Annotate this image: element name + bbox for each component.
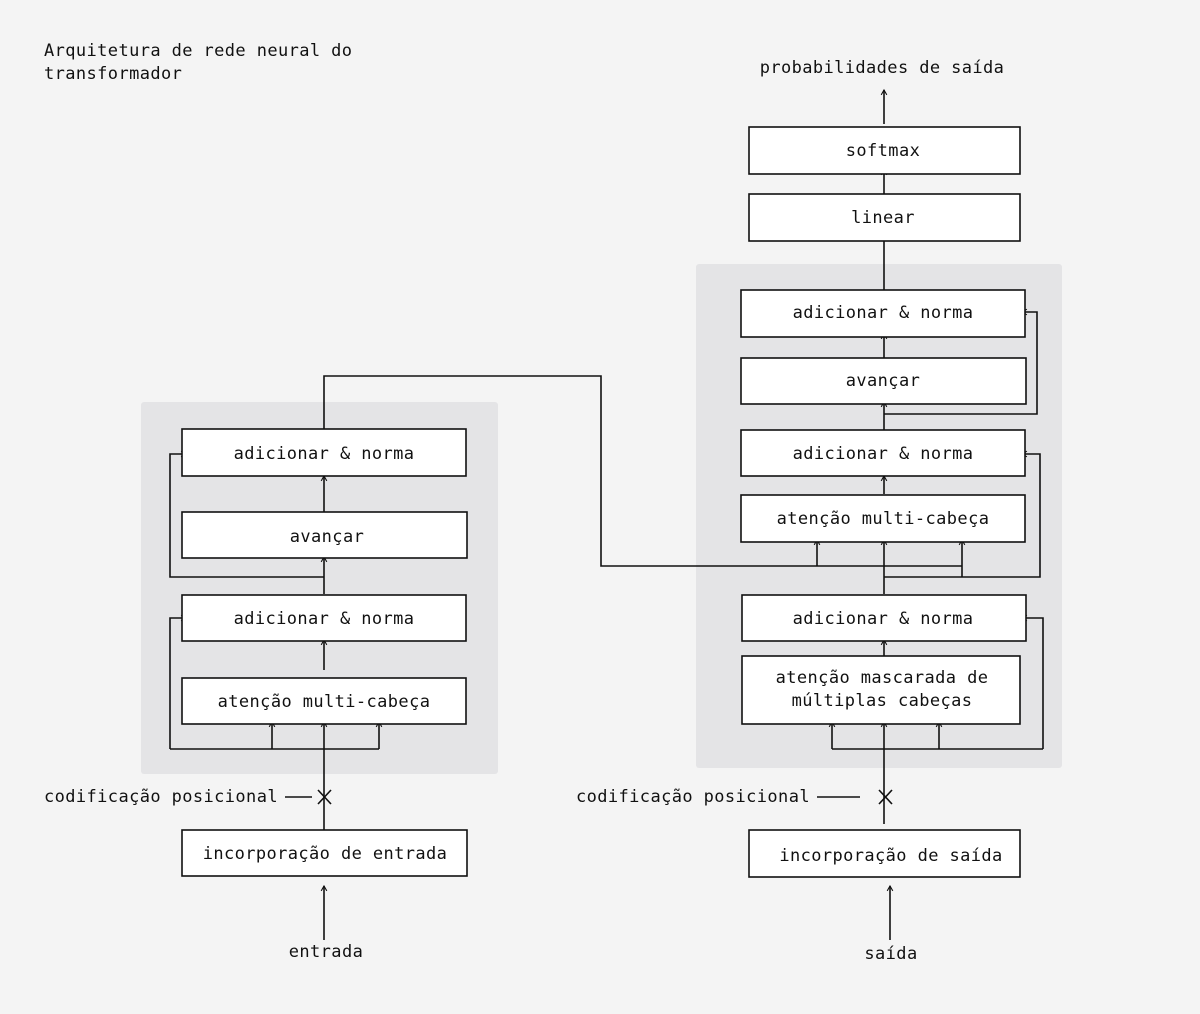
decoder-attention-box	[740, 494, 1026, 543]
decoder-feed-forward-box	[740, 357, 1027, 405]
decoder-posenc-x2	[878, 789, 893, 805]
encoder-feed-forward-box	[181, 511, 468, 559]
encoder-residual-1	[169, 614, 188, 749]
decoder-add-norm-3-label: adicionar & norma	[793, 303, 974, 323]
encoder-input-label: entrada	[289, 942, 363, 962]
decoder-embedding-box	[748, 829, 1021, 878]
encoder-attention-box	[181, 677, 467, 725]
encoder-attention-label: atenção multi-cabeça	[218, 692, 431, 712]
decoder-linear-label: linear	[851, 208, 915, 228]
decoder-add-norm-3-box	[740, 289, 1026, 338]
decoder-masked-attention-label-line2: múltiplas cabeças	[792, 691, 973, 711]
decoder-residual-3	[884, 308, 1038, 415]
decoder-feed-forward-label: avançar	[846, 371, 920, 391]
decoder-add-norm-2-label: adicionar & norma	[793, 444, 974, 464]
decoder-softmax-label: softmax	[846, 141, 920, 161]
encoder-feed-forward-label: avançar	[290, 527, 364, 547]
decoder-output-probabilities-label: probabilidades de saída	[760, 58, 1005, 78]
encoder-embedding-box	[181, 829, 468, 877]
encoder-add-norm-top-label: adicionar & norma	[234, 444, 415, 464]
decoder-positional-encoding-label: codificação posicional	[576, 787, 810, 807]
decoder-softmax-box	[748, 126, 1021, 175]
encoder-residual-2	[169, 450, 324, 578]
decoder-masked-attention-label-line1: atenção mascarada de	[776, 668, 989, 688]
encoder-posenc-x2	[317, 789, 332, 805]
decoder-embedding-label: incorporação de saída	[779, 846, 1002, 866]
encoder-positional-encoding-label: codificação posicional	[44, 787, 278, 807]
encoder-add-norm-top-box	[181, 428, 467, 477]
decoder-add-norm-2-box	[740, 429, 1026, 477]
encoder-to-decoder-line	[323, 375, 962, 567]
decoder-add-norm-1-box	[741, 594, 1027, 642]
decoder-output-label: saída	[864, 944, 917, 964]
decoder-residual-2	[884, 450, 1041, 578]
encoder-add-norm-bottom-box	[181, 594, 467, 642]
encoder-add-norm-bottom-label: adicionar & norma	[234, 609, 415, 629]
decoder-add-norm-1-label: adicionar & norma	[793, 609, 974, 629]
decoder-residual-1	[1020, 614, 1044, 749]
decoder-linear-box	[748, 193, 1021, 242]
decoder-masked-attention-box	[741, 655, 1021, 725]
decoder-attention-label: atenção multi-cabeça	[777, 509, 990, 529]
encoder-embedding-label: incorporação de entrada	[203, 844, 448, 864]
diagram-title: Arquitetura de rede neural do transforma…	[44, 41, 353, 84]
